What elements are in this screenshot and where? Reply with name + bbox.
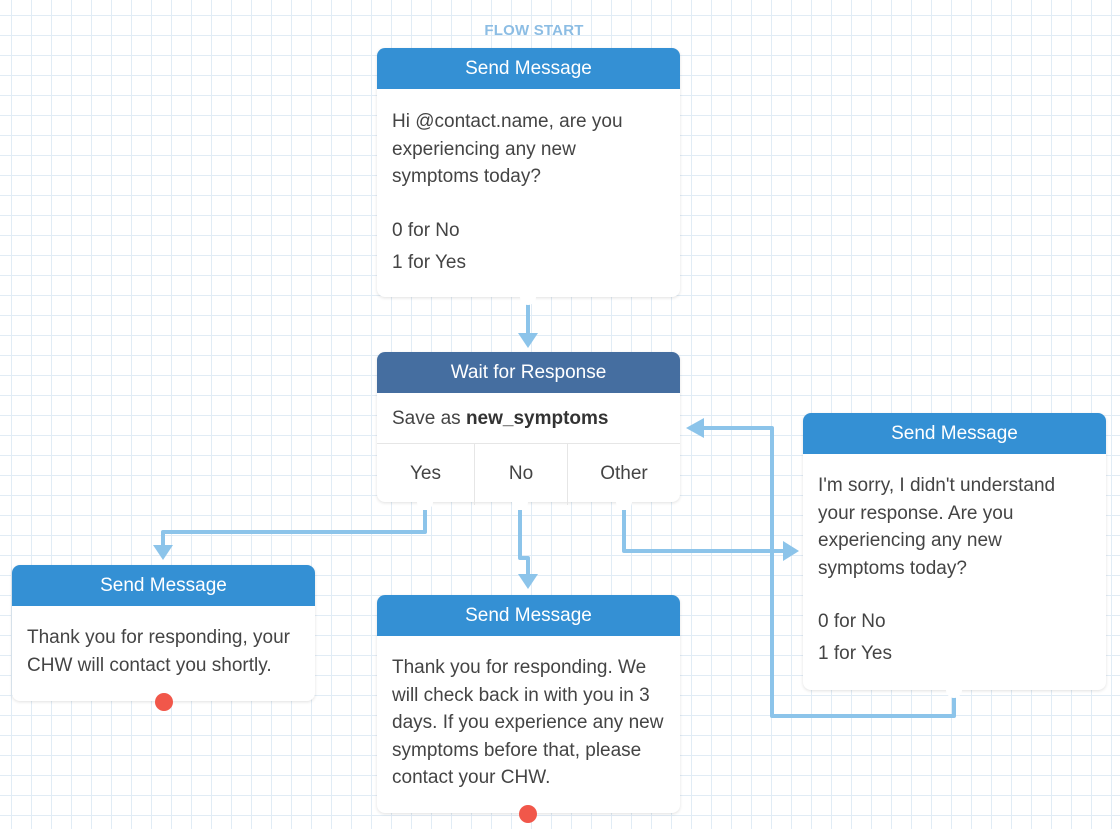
link-yes-to-message <box>161 510 427 548</box>
arrowhead-no-message <box>518 574 538 589</box>
message-option: 1 for Yes <box>392 251 466 273</box>
category-yes[interactable]: Yes <box>377 444 475 505</box>
start-message-node[interactable]: Send Message Hi @contact.name, are you e… <box>377 48 680 305</box>
end-handle[interactable] <box>519 805 537 823</box>
node-title: Wait for Response <box>377 352 680 393</box>
category-no[interactable]: No <box>475 444 568 505</box>
message-option: 0 for No <box>392 219 460 241</box>
save-as-label: Save as <box>392 408 466 429</box>
exit-handle-no[interactable] <box>512 494 528 510</box>
exit-handle-yes[interactable] <box>417 494 433 510</box>
save-variable: new_symptoms <box>465 408 609 429</box>
message-text: Thank you for responding, your CHW will … <box>27 627 290 676</box>
message-option: 1 for Yes <box>818 643 892 664</box>
node-title: Send Message <box>377 595 680 636</box>
message-text: Thank you for responding. We will check … <box>392 657 664 788</box>
other-message-node[interactable]: Send Message I'm sorry, I didn't underst… <box>803 413 1106 698</box>
category-other[interactable]: Other <box>600 463 648 484</box>
exit-handle-other[interactable] <box>616 494 632 510</box>
end-handle[interactable] <box>155 693 173 711</box>
node-title: Send Message <box>803 413 1106 454</box>
flow-start-label: FLOW START <box>484 22 584 39</box>
no-message-node[interactable]: Send Message Thank you for responding. W… <box>377 595 680 823</box>
arrowhead-wait <box>518 333 538 348</box>
node-title: Send Message <box>377 48 680 89</box>
link-retry-to-wait <box>702 426 956 718</box>
message-text: Hi @contact.name, are you experiencing a… <box>392 111 623 187</box>
link-other-to-message <box>622 510 785 553</box>
message-text: I'm sorry, I didn't understand your resp… <box>818 475 1056 579</box>
exit-handle[interactable] <box>520 289 536 305</box>
message-option: 0 for No <box>818 611 886 632</box>
save-as-row: Save as new_symptoms <box>377 393 680 444</box>
wait-response-node[interactable]: Wait for Response Save as new_symptoms Y… <box>377 352 680 510</box>
exit-handle[interactable] <box>946 682 962 698</box>
link-no-to-message <box>518 510 530 578</box>
arrowhead-yes-message <box>153 545 173 560</box>
arrowhead-retry <box>686 418 704 438</box>
arrowhead-other-message <box>783 541 799 561</box>
node-title: Send Message <box>12 565 315 606</box>
yes-message-node[interactable]: Send Message Thank you for responding, y… <box>12 565 315 711</box>
